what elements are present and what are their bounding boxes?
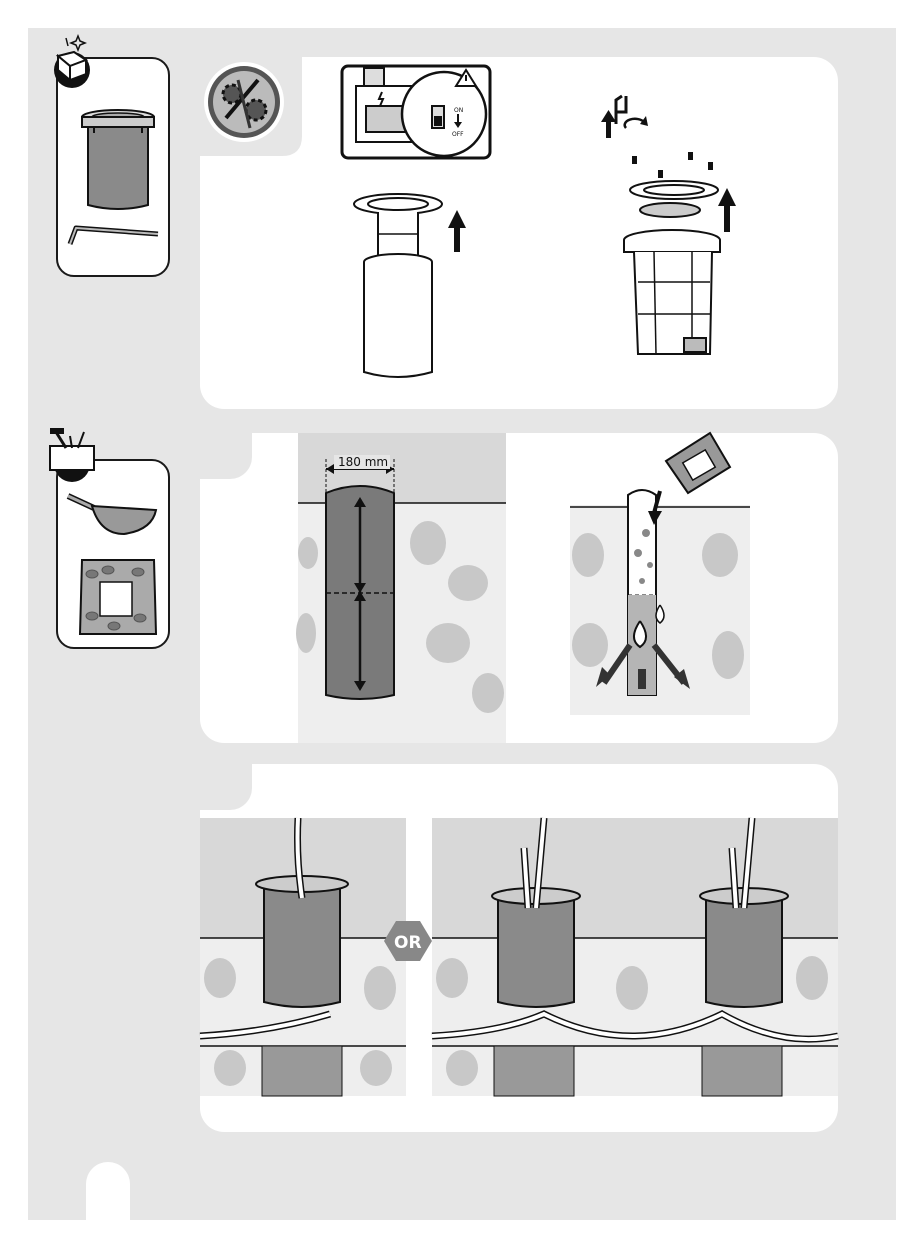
hole-depth-figure: 180 mm [298, 433, 506, 743]
or-label: OR [394, 933, 422, 953]
lamp-housing-icon [78, 107, 158, 217]
gravel-fill-figure [570, 425, 750, 715]
page-number-tab [86, 1162, 130, 1232]
switch-on-label: ON [454, 107, 463, 114]
single-cable-figure [200, 818, 406, 1096]
lift-lamp-out-figure [350, 190, 470, 380]
or-arrow: OR [384, 919, 432, 963]
multi-cable-figure [432, 818, 838, 1096]
disassembly-figure [612, 92, 742, 362]
unbox-icon [42, 30, 104, 92]
step3-corner-tab [200, 764, 252, 810]
tools-gear-icon [198, 56, 298, 156]
gravel-bag-icon [78, 556, 162, 638]
hex-key-icon [66, 224, 162, 248]
step2-corner-tab [200, 433, 252, 479]
trowel-icon [64, 490, 164, 540]
toolbox-icon [40, 426, 106, 486]
diameter-label: 180 mm [338, 455, 388, 469]
switch-off-label: OFF [452, 131, 464, 138]
circuit-breaker-icon: ON OFF [340, 64, 496, 162]
